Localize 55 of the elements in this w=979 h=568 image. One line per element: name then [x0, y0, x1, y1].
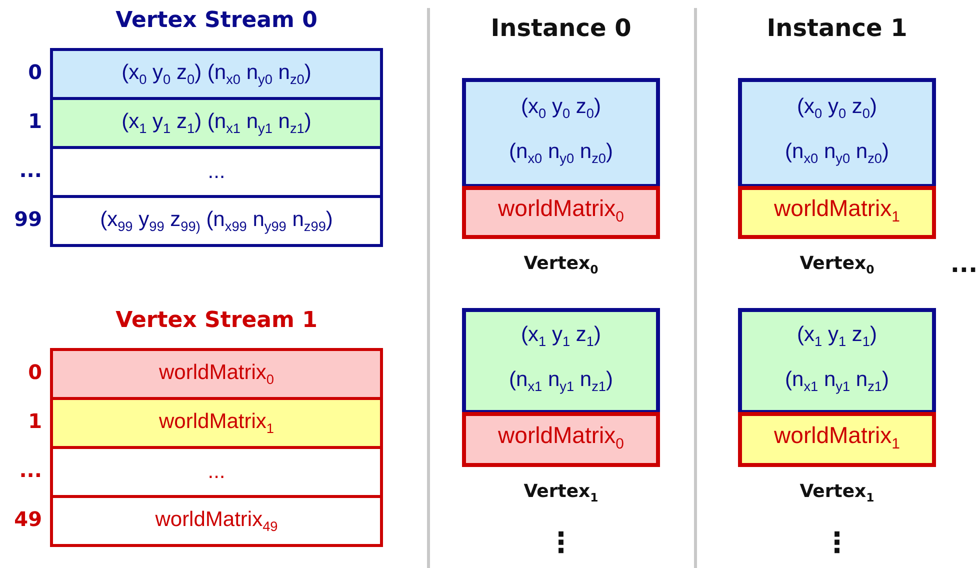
row-index: 49 [13, 507, 42, 531]
row-index: 0 [27, 60, 42, 84]
box-text: worldMatrix$_{1}$ [774, 420, 900, 454]
row-index: ... [18, 458, 42, 482]
ellipsis: ... [949, 250, 979, 278]
row-index: 0 [27, 360, 42, 384]
box-text: (x$_{1}$ y$_{1}$ z$_{1}$) [521, 322, 601, 352]
vertex-data-box [462, 186, 660, 239]
vertex-data-box [738, 78, 936, 188]
vertex-data-box [462, 308, 660, 414]
box-text: (x$_{1}$ y$_{1}$ z$_{1}$) [797, 322, 877, 352]
table-heading: Vertex Stream 1 [114, 308, 318, 333]
box-text: worldMatrix$_{1}$ [774, 194, 900, 228]
table-row [50, 195, 383, 247]
vertex-data-box [738, 308, 936, 414]
vertex-caption: Vertex$_{1}$ [798, 481, 876, 505]
vertex-caption: Vertex$_{0}$ [798, 253, 876, 277]
box-text: worldMatrix$_{0}$ [498, 420, 624, 454]
vertical-ellipsis: ⋮ [546, 526, 576, 559]
vertex-caption: Vertex$_{1}$ [522, 481, 600, 505]
vertex-caption: Vertex$_{0}$ [522, 253, 600, 277]
table-row [50, 48, 383, 100]
table-row [50, 97, 383, 149]
vertex-data-box [462, 412, 660, 467]
table-heading: Vertex Stream 0 [114, 8, 318, 33]
row-text: worldMatrix$_{49}$ [155, 508, 278, 534]
vertex-data-box [738, 412, 936, 467]
row-index: 1 [27, 409, 42, 433]
row-text: (x$_{1}$ y$_{1}$ z$_{1}$) (n$_{x1}$ n$_{y1}$ n$_{z1}$) [122, 110, 312, 136]
box-text: (x$_{0}$ y$_{0}$ z$_{0}$) [797, 94, 877, 123]
row-text: (x$_{0}$ y$_{0}$ z$_{0}$) (n$_{x0}$ n$_{y0}$ n$_{z0}$) [122, 60, 312, 88]
row-text: ... [208, 460, 226, 484]
row-index: 1 [27, 109, 42, 133]
row-text: worldMatrix$_{0}$ [159, 360, 274, 388]
table-row [50, 495, 383, 547]
box-text: (n$_{x0}$ n$_{y0}$ n$_{z0}$) [785, 139, 889, 168]
vertical-ellipsis: ⋮ [822, 526, 852, 559]
box-text: (n$_{x1}$ n$_{y1}$ n$_{z1}$) [509, 366, 613, 396]
row-text: ... [208, 160, 226, 184]
box-text: (x$_{0}$ y$_{0}$ z$_{0}$) [521, 94, 601, 123]
instance-heading: Instance 0 [490, 14, 632, 42]
table-row [50, 446, 383, 498]
box-text: (n$_{x0}$ n$_{y0}$ n$_{z0}$) [509, 139, 613, 168]
row-index: ... [18, 158, 42, 182]
instance-heading: Instance 1 [766, 14, 908, 42]
row-index: 99 [13, 207, 42, 231]
table-row [50, 146, 383, 198]
row-text: worldMatrix$_{1}$ [159, 410, 274, 436]
row-text: (x$_{99}$ y$_{99}$ z$_{99)}$ (n$_{x99}$ n$_{y99}$ n$_{z99}$) [100, 208, 333, 234]
box-text: worldMatrix$_{0}$ [498, 194, 624, 228]
vertex-data-box [462, 78, 660, 188]
table-row [50, 348, 383, 400]
box-text: (n$_{x1}$ n$_{y1}$ n$_{z1}$) [785, 366, 889, 396]
table-row [50, 397, 383, 449]
vertex-data-box [738, 186, 936, 239]
